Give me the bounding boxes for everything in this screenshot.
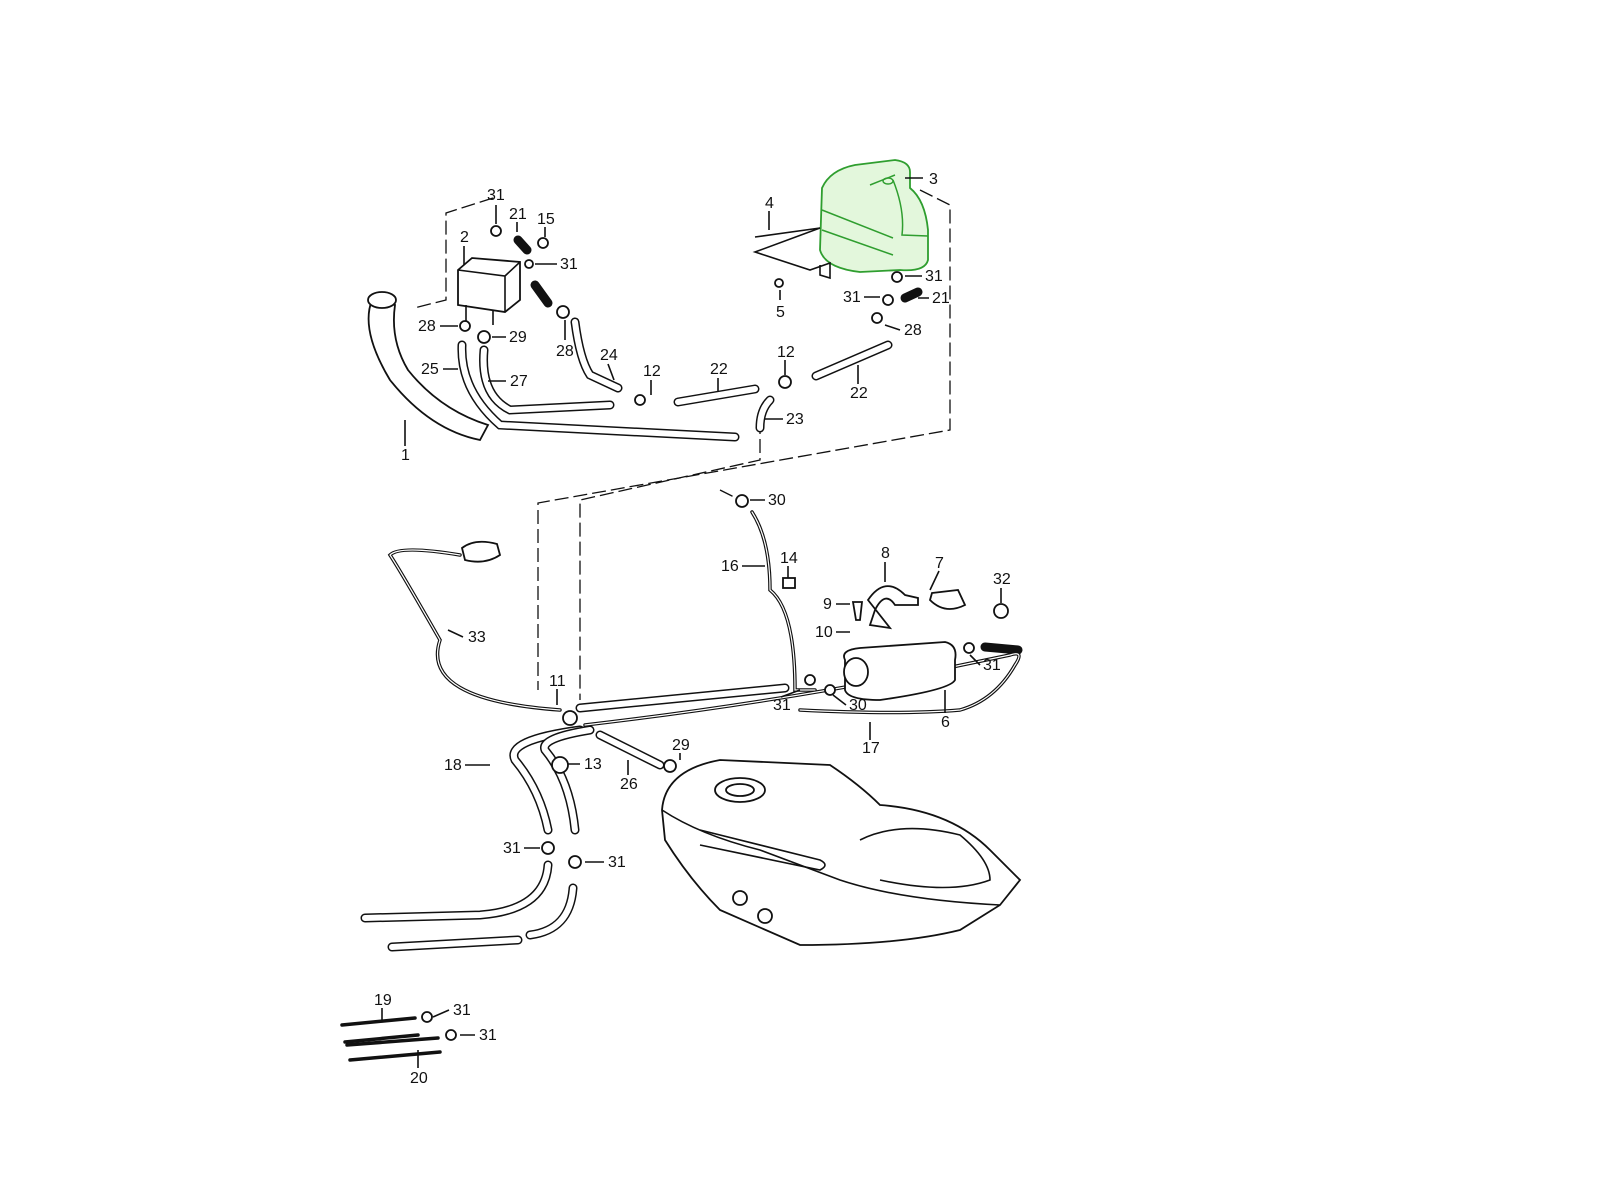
callout-7: 7: [935, 555, 944, 572]
callout-22: 22: [850, 385, 868, 402]
callout-26: 26: [620, 776, 638, 793]
part-6-fuel-filter[interactable]: [843, 641, 957, 701]
callout-19: 19: [374, 992, 392, 1009]
callout-28: 28: [418, 318, 436, 335]
callout-24: 24: [600, 347, 618, 364]
callout-31: 31: [560, 256, 578, 273]
callout-30: 30: [849, 697, 867, 714]
callout-3: 3: [929, 171, 938, 188]
callout-20: 20: [410, 1070, 428, 1087]
callout-31: 31: [503, 840, 521, 857]
callout-31: 31: [925, 268, 943, 285]
fuel-tank[interactable]: [661, 759, 1022, 946]
callout-4: 4: [765, 195, 774, 212]
part-4-bracket[interactable]: [752, 227, 831, 280]
callout-27: 27: [510, 373, 528, 390]
callout-23: 23: [786, 411, 804, 428]
callout-10: 10: [815, 624, 833, 641]
callout-2: 2: [460, 229, 469, 246]
callout-29: 29: [672, 737, 690, 754]
callout-8: 8: [881, 545, 890, 562]
callout-25: 25: [421, 361, 439, 378]
fuel-lines[interactable]: [340, 510, 1021, 1062]
callout-labels: 31 21 15 2 31 28 29 28 25 27 24 12 22 12…: [374, 171, 1011, 1087]
part-2-valve-box[interactable]: [457, 257, 521, 325]
callout-29: 29: [509, 329, 527, 346]
callout-32: 32: [993, 571, 1011, 588]
callout-28: 28: [904, 322, 922, 339]
callout-13: 13: [584, 756, 602, 773]
callout-31: 31: [453, 1002, 471, 1019]
part-1-filler-hose[interactable]: [367, 291, 490, 442]
callout-11: 11: [549, 673, 566, 690]
callout-18: 18: [444, 757, 462, 774]
callout-22: 22: [710, 361, 728, 378]
callout-12: 12: [643, 363, 661, 380]
callout-1: 1: [401, 447, 410, 464]
callout-30: 30: [768, 492, 786, 509]
callout-17: 17: [862, 740, 880, 757]
callout-31: 31: [479, 1027, 497, 1044]
hose-clamps[interactable]: [421, 225, 975, 1041]
callout-31: 31: [983, 657, 1001, 674]
callout-33: 33: [468, 629, 486, 646]
callout-21: 21: [509, 206, 527, 223]
callout-16: 16: [721, 558, 739, 575]
callout-31: 31: [843, 289, 861, 306]
callout-9: 9: [823, 596, 832, 613]
callout-31: 31: [487, 187, 505, 204]
callout-21: 21: [932, 290, 950, 307]
hoses[interactable]: [360, 235, 1023, 952]
callout-6: 6: [941, 714, 950, 731]
part-3-charcoal-canister[interactable]: [819, 159, 929, 273]
small-parts[interactable]: [460, 540, 1009, 774]
callout-31: 31: [608, 854, 626, 871]
callout-15: 15: [537, 211, 555, 228]
callout-14: 14: [780, 550, 798, 567]
callout-5: 5: [776, 304, 785, 321]
callout-31: 31: [773, 697, 791, 714]
leader-lines: [381, 177, 1002, 1068]
callout-12: 12: [777, 344, 795, 361]
callout-28: 28: [556, 343, 574, 360]
reference-lines: [413, 189, 951, 700]
